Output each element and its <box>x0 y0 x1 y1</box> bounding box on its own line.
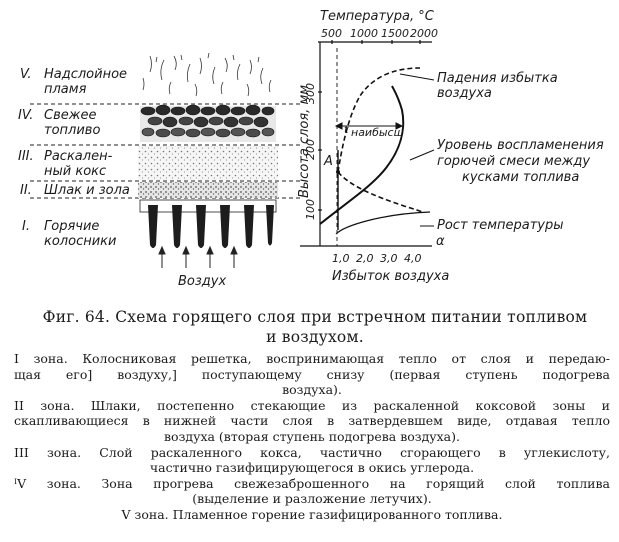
hot-coke-layer <box>138 146 278 180</box>
zone-3-text-line2: частично газифицирующегося в окись углер… <box>149 460 475 476</box>
caption-line-1: Фиг. 64. Схема горящего слоя при встречн… <box>42 308 588 326</box>
diagram-axes <box>300 40 432 247</box>
y-axis-ticks: 100 200 300 <box>304 83 317 220</box>
air-excess-curve-upper <box>337 67 421 173</box>
bottom-tick-label: 1,0 <box>332 252 350 265</box>
zone-2-label-line1: Шлак и зола <box>44 183 130 198</box>
zone-3-text-line1: III зона. Слой раскаленного кокса, части… <box>14 444 610 460</box>
zone-4-label-line1: Свежее <box>44 108 96 123</box>
annotation-ignition-line1: Уровень воспламенения <box>437 138 604 153</box>
annotation-leaders <box>399 73 435 227</box>
zone-1-text-line1: I зона. Колосниковая решетка, воспринима… <box>14 351 610 366</box>
figure-caption: Фиг. 64. Схема горящего слоя при встречн… <box>20 307 610 347</box>
annotation-excess-fall-line1: Падения избытка <box>437 71 558 86</box>
annotation-ignition-line3: кусками топлива <box>462 170 579 185</box>
curve-lower-branch <box>335 211 431 235</box>
point-a <box>336 170 340 174</box>
y-tick-label: 300 <box>304 83 317 104</box>
caption-line-2: и воздухом. <box>266 328 364 346</box>
zone-4-roman: IV. <box>18 108 33 123</box>
temperature-curve <box>319 85 405 225</box>
zone-2-text-line2: скапливающиеся в нижней части слоя в зат… <box>14 413 610 429</box>
bottom-axis-ticks: 1,0 2,0 3,0 4,0 <box>332 252 422 265</box>
combustion-layer-figure: V. Надслойное пламя IV. Свежее топливо I… <box>18 9 604 289</box>
zone-5-roman: V. <box>20 67 32 82</box>
annotation-ignition-line2: горючей смеси между <box>437 154 590 169</box>
zone-3-roman: III. <box>18 149 34 164</box>
zone-4-label-line2: топливо <box>44 123 100 138</box>
t-max-marker <box>334 122 404 130</box>
zone-3-label-line1: Раскален- <box>44 149 113 164</box>
zone-5-text-line1: V зона. Пламенное горение газифицированн… <box>121 506 503 522</box>
t-max-subscript: наибысш <box>351 126 404 139</box>
zone-5-label-line1: Надслойное <box>44 67 127 82</box>
zone-2-text-line3: воздуха (вторая ступень подогрева воздух… <box>164 428 460 444</box>
bottom-tick-label: 2,0 <box>356 252 374 265</box>
y-tick-label: 100 <box>304 199 317 220</box>
flame-strokes <box>142 52 272 97</box>
zone-2-text-line1: II зона. Шлаки, постепенно стекающие из … <box>14 397 610 413</box>
top-axis-ticks: 500 1000 1500 2000 <box>321 27 438 40</box>
zone-4-text-line1: ᴵV зона. Зона прогрева свежезаброшенного… <box>14 475 610 491</box>
top-tick-label: 2000 <box>410 27 438 40</box>
grate-bars <box>139 199 277 248</box>
annotation-temp-rise: Рост температуры <box>437 218 564 233</box>
zone-descriptions: I зона. Колосниковая решетка, воспринима… <box>14 351 610 523</box>
zone-2-roman: II. <box>20 183 32 198</box>
top-tick-label: 500 <box>321 27 342 40</box>
top-tick-label: 1000 <box>350 27 378 40</box>
point-a-label: A <box>323 154 333 169</box>
y-axis-title: Высота слоя, мм <box>297 85 312 198</box>
zone-labels: V. Надслойное пламя IV. Свежее топливо I… <box>18 67 130 249</box>
annotation-alpha: α <box>436 234 445 249</box>
air-excess-curve-lower <box>337 171 423 213</box>
zone-1-roman: I. <box>22 219 30 234</box>
zone-1-label-line2: колосники <box>44 234 116 249</box>
top-tick-label: 1500 <box>381 27 409 40</box>
bottom-tick-label: 3,0 <box>380 252 398 265</box>
bottom-tick-label: 4,0 <box>404 252 422 265</box>
annotation-excess-fall-line2: воздуха <box>437 86 492 101</box>
fresh-fuel-lumps <box>140 104 276 142</box>
zone-3-label-line2: ный кокс <box>44 164 106 179</box>
bottom-axis-title: Избыток воздуха <box>332 269 449 284</box>
y-tick-label: 200 <box>304 139 317 160</box>
zone-5-label-line2: пламя <box>44 82 87 97</box>
air-arrows <box>158 245 238 268</box>
zone-4-text-line2: (выделение и разложение летучих). <box>192 491 432 507</box>
air-label: Воздух <box>178 274 226 289</box>
zone-1-text-line2: щая его] воздуху,] поступающему снизу (п… <box>14 366 610 382</box>
top-axis-title: Температура, °С <box>320 9 435 24</box>
zone-1-text-line3: воздуха). <box>282 382 342 398</box>
slag-ash-layer <box>138 182 278 198</box>
zone-1-label-line1: Горячие <box>44 219 99 234</box>
